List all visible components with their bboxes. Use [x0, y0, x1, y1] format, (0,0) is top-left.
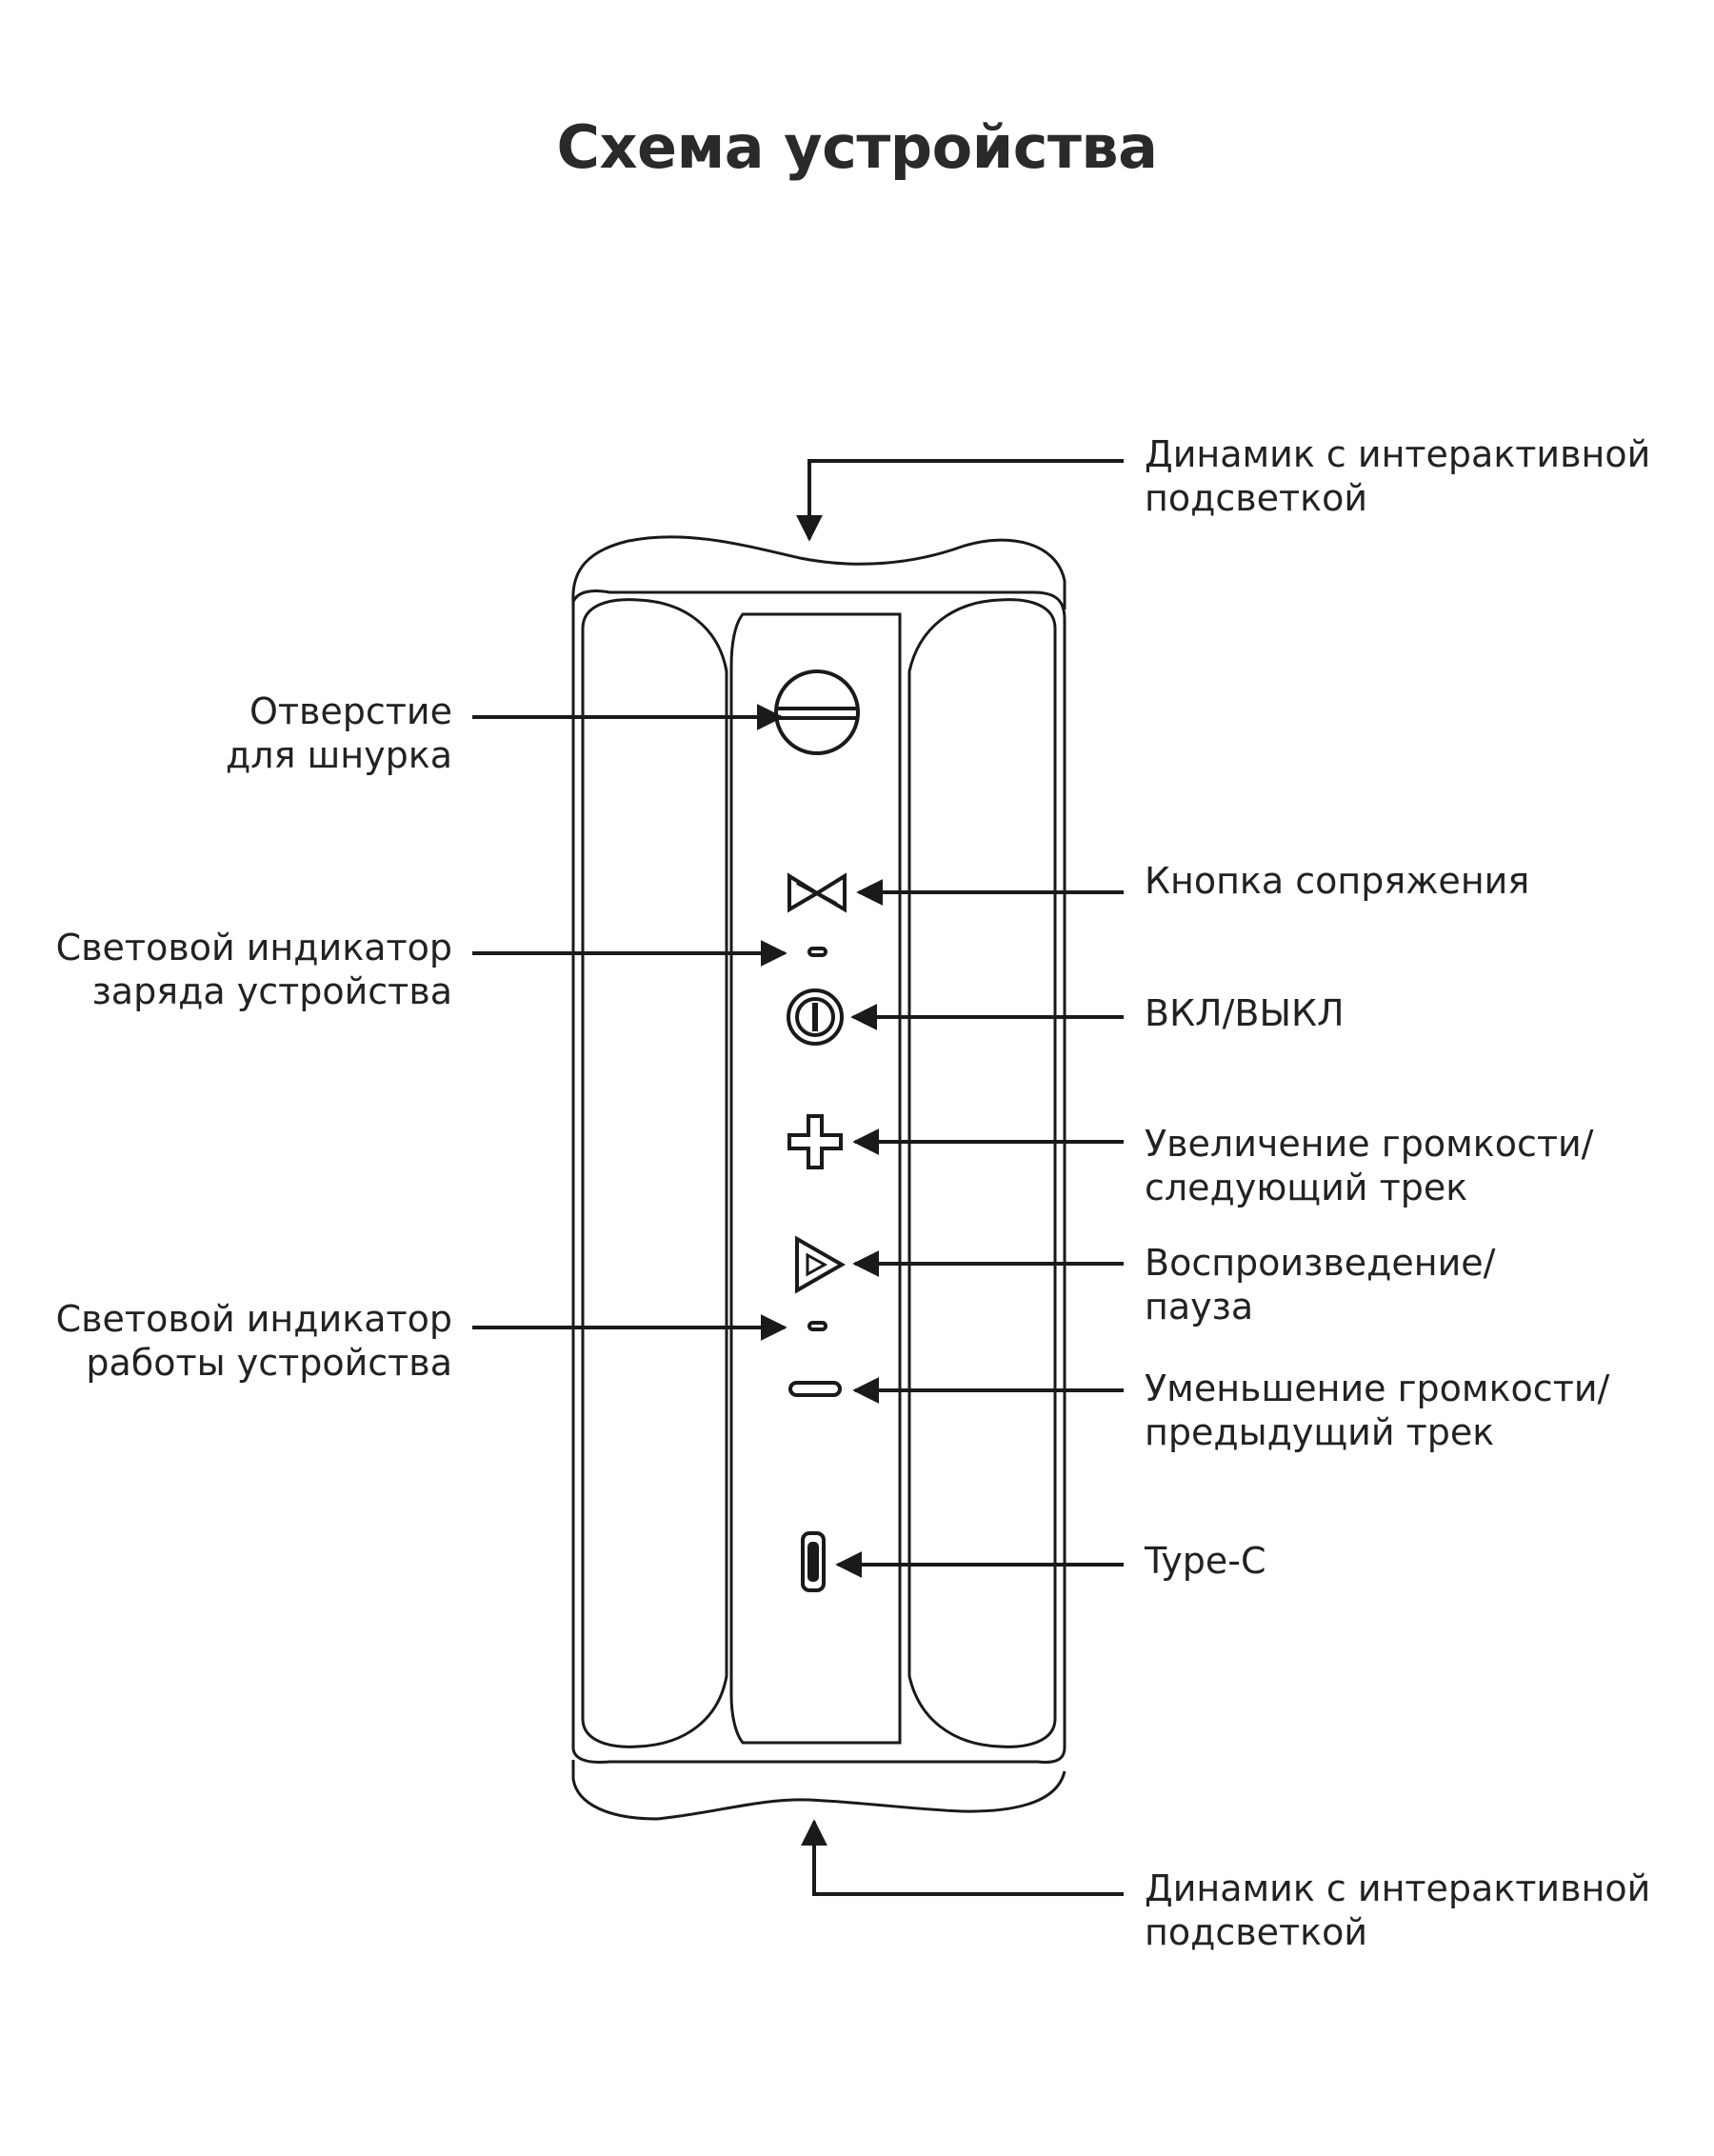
control-icons	[774, 669, 860, 1592]
work-indicator-led	[807, 1321, 827, 1331]
label-volume-down: Уменьшение громкости/ предыдущий трек	[1145, 1367, 1609, 1454]
speaker-body	[571, 535, 1066, 1821]
label-line: ВКЛ/ВЫКЛ	[1145, 992, 1345, 1034]
label-work-indicator: Световой индикатор работы устройства	[56, 1297, 452, 1385]
lanyard-hole-icon	[774, 669, 860, 755]
speaker-left-grille	[581, 598, 728, 1748]
charge-indicator-led	[807, 947, 827, 957]
control-strip	[729, 612, 902, 1745]
label-line: подсветкой	[1145, 477, 1368, 519]
arrow-speaker-bottom	[801, 1819, 1124, 1896]
bowtie-pairing-icon	[787, 872, 847, 913]
leader-lines	[472, 459, 1124, 1896]
label-line: Динамик с интерактивной	[1145, 1867, 1651, 1909]
label-play-pause: Воспроизведение/ пауза	[1145, 1241, 1495, 1328]
power-icon	[787, 988, 844, 1046]
label-line: Кнопка сопряжения	[1145, 860, 1530, 902]
label-line: Уменьшение громкости/	[1145, 1367, 1610, 1409]
speaker-outer-body	[571, 589, 1066, 1764]
label-lanyard-hole: Отверстие для шнурка	[226, 689, 452, 777]
label-charge-indicator: Световой индикатор заряда устройства	[56, 926, 452, 1013]
label-line: Световой индикатор	[55, 927, 452, 968]
label-speaker-top: Динамик с интерактивной подсветкой	[1145, 432, 1650, 520]
label-pairing-button: Кнопка сопряжения	[1145, 859, 1529, 903]
label-line: Отверстие	[249, 690, 452, 732]
label-usb: Type-C	[1145, 1539, 1266, 1583]
label-speaker-bottom: Динамик с интерактивной подсветкой	[1145, 1867, 1650, 1954]
label-power: ВКЛ/ВЫКЛ	[1145, 991, 1345, 1035]
speaker-right-grille	[907, 598, 1057, 1748]
label-line: пауза	[1145, 1286, 1254, 1328]
arrow-speaker-top	[796, 459, 1124, 542]
minus-icon	[788, 1381, 842, 1397]
label-line: предыдущий трек	[1145, 1411, 1495, 1453]
label-line: Type-C	[1145, 1540, 1266, 1582]
usb-c-port-icon	[801, 1531, 826, 1592]
label-line: подсветкой	[1145, 1911, 1368, 1953]
label-line: Воспроизведение/	[1145, 1242, 1496, 1284]
label-line: следующий трек	[1145, 1167, 1468, 1208]
label-line: Световой индикатор	[55, 1298, 452, 1340]
label-volume-up: Увеличение громкости/ следующий трек	[1145, 1122, 1593, 1209]
speaker-top-cap	[571, 535, 1066, 609]
play-icon	[795, 1235, 847, 1294]
plus-icon	[787, 1114, 843, 1169]
diagram-title: Схема устройства	[556, 112, 1158, 182]
speaker-bottom-cap	[571, 1760, 1066, 1821]
label-line: Динамик с интерактивной	[1145, 433, 1651, 475]
label-line: для шнурка	[226, 734, 452, 776]
label-line: работы устройства	[86, 1342, 452, 1384]
label-line: заряда устройства	[91, 970, 452, 1012]
label-line: Увеличение громкости/	[1145, 1123, 1594, 1165]
